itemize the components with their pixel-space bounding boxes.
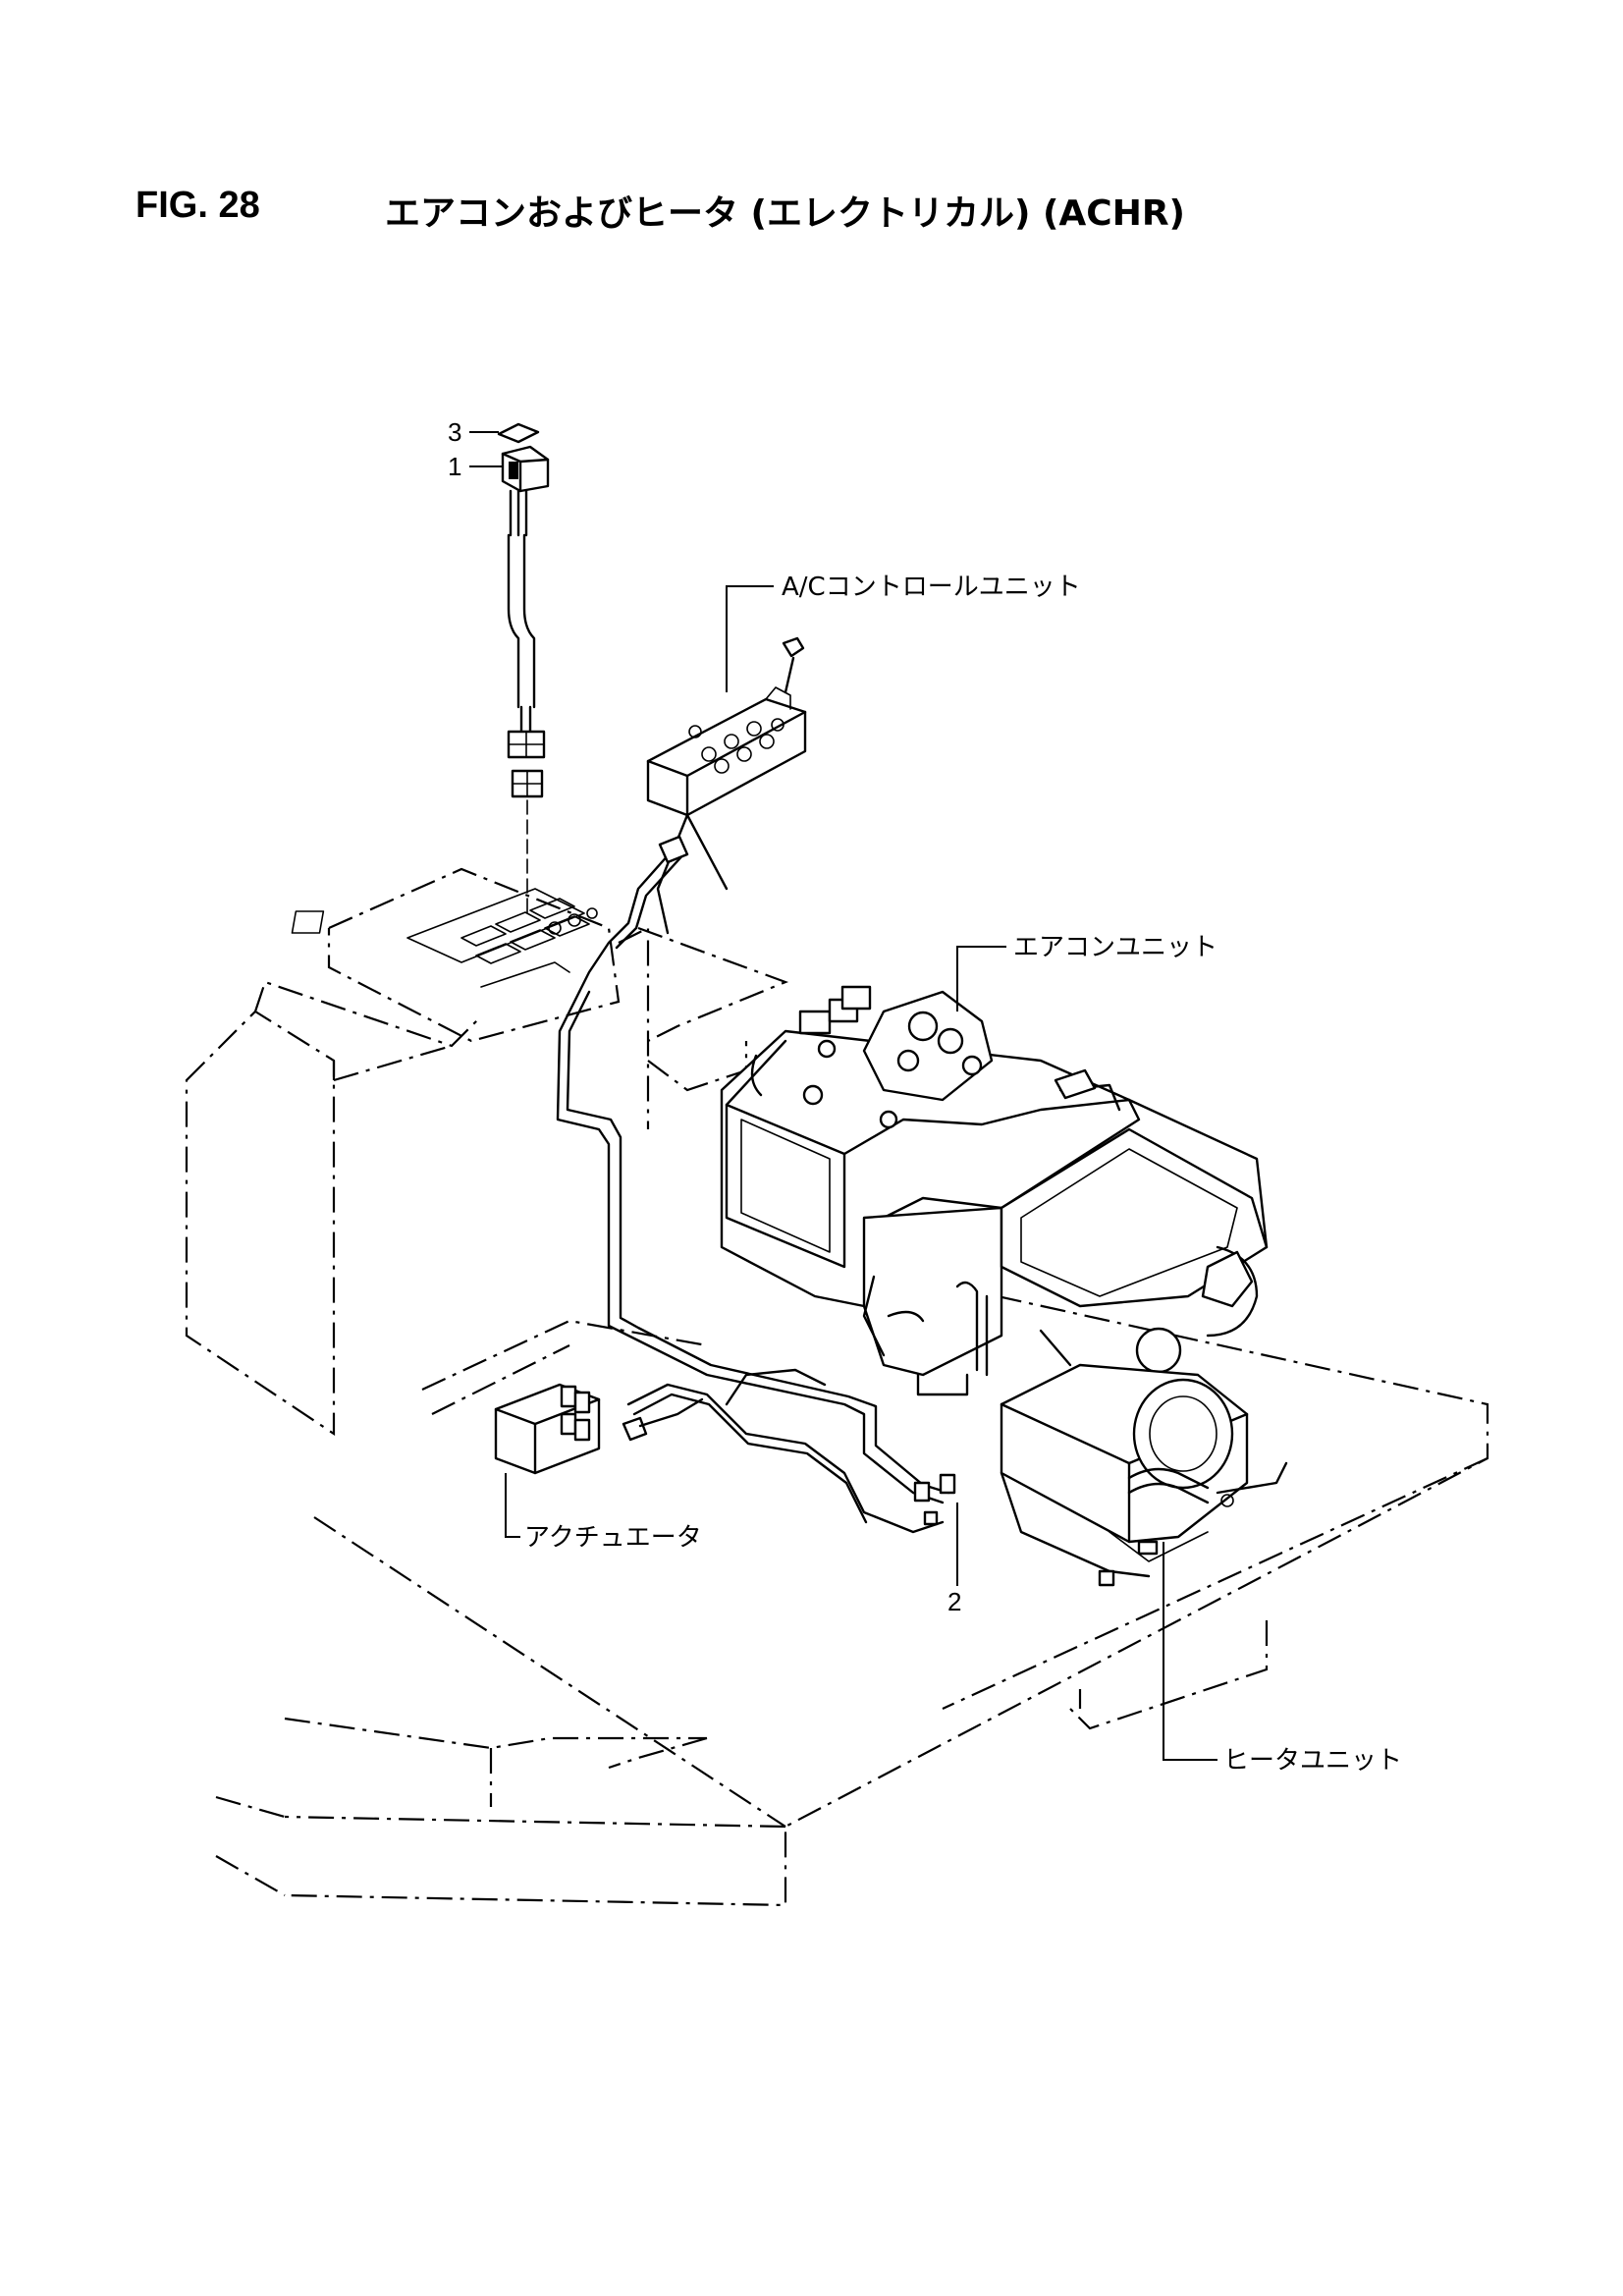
callout-aircon-unit: エアコンユニット — [1013, 933, 1217, 962]
callout-heater-unit: ヒータユニット — [1223, 1746, 1402, 1776]
callout-leaders — [469, 431, 1217, 1761]
callout-actuator: アクチュエータ — [524, 1523, 702, 1553]
console-box-phantom — [185, 867, 789, 1437]
callout-item-2: 2 — [947, 1587, 961, 1616]
vehicle-floor-phantom — [215, 1265, 1489, 1907]
ac-control-unit — [577, 636, 807, 994]
aircon-unit — [720, 985, 1269, 1396]
figure-number: FIG. 28 — [135, 185, 260, 226]
heater-unit — [1000, 1363, 1288, 1587]
switch-panel — [291, 888, 598, 988]
figure-title: エアコンおよびヒータ (エレクトリカル) (ACHR) — [385, 193, 1186, 234]
callout-labels: 3 1 A/Cコントロールユニット エアコンユニット アクチュエータ 2 ヒータ… — [448, 417, 1402, 1776]
callout-item-1: 1 — [448, 452, 461, 481]
callout-item-3: 3 — [448, 417, 461, 447]
actuator-unit — [494, 1383, 704, 1475]
callout-ac-control-unit: A/Cコントロールユニット — [782, 573, 1081, 602]
switch-assembly-item-1 — [497, 422, 550, 919]
main-wire-harness — [556, 990, 956, 1534]
